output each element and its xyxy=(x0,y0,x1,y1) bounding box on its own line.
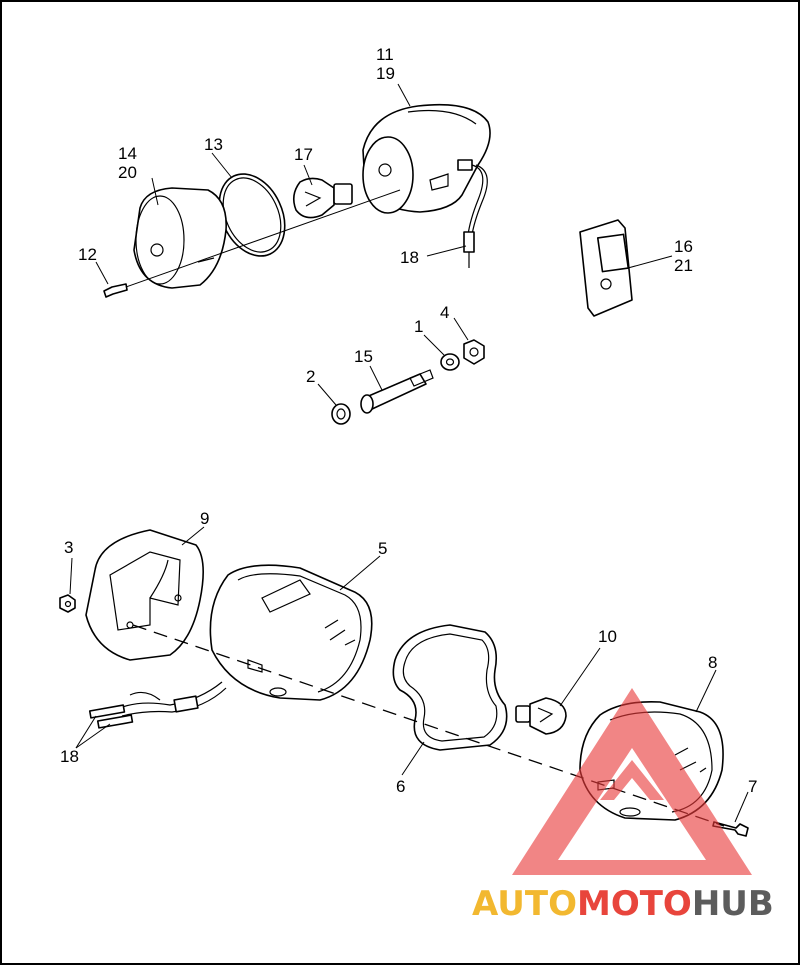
callout-2: 2 xyxy=(306,367,315,386)
callout-12: 12 xyxy=(78,245,97,264)
callout-18-lower: 18 xyxy=(60,747,79,766)
callout-21: 21 xyxy=(674,256,693,275)
hex-nut xyxy=(463,339,485,365)
reflector-plate xyxy=(579,219,633,317)
tail-lamp-wiring xyxy=(88,681,227,729)
callout-3: 3 xyxy=(64,538,73,557)
callout-18-upper: 18 xyxy=(400,248,419,267)
callout-numbers: 11 19 13 14 20 17 18 12 16 21 1 4 15 2 3… xyxy=(60,45,757,796)
lens-screw xyxy=(103,283,128,298)
watermark-part-hub: HUB xyxy=(692,884,774,924)
callout-16: 16 xyxy=(674,237,693,256)
turn-signal-lens xyxy=(133,187,227,289)
base-plate-nut xyxy=(59,594,76,613)
callout-4: 4 xyxy=(440,303,449,322)
callout-20: 20 xyxy=(118,163,137,182)
flat-washer xyxy=(440,353,460,371)
tail-lamp-bulb xyxy=(515,697,567,735)
watermark-part-moto: MOTO xyxy=(577,884,692,924)
watermark-triangle-logo xyxy=(512,688,752,875)
callout-6: 6 xyxy=(396,777,405,796)
tail-lamp-housing xyxy=(209,564,373,701)
callout-10: 10 xyxy=(598,627,617,646)
lamp-wire xyxy=(463,164,488,268)
lens-gasket-lower xyxy=(392,624,508,751)
callout-8: 8 xyxy=(708,653,717,672)
turn-signal-bulb xyxy=(292,177,353,219)
tail-lamp-base-plate xyxy=(85,529,204,661)
watermark-wordmark: AUTOMOTOHUB xyxy=(472,884,774,924)
callout-1: 1 xyxy=(414,317,423,336)
lock-washer xyxy=(331,403,351,425)
leader-lines xyxy=(69,83,749,823)
mounting-stud xyxy=(360,369,434,414)
callout-15: 15 xyxy=(354,347,373,366)
watermark-word: AUTOMOTOHUB xyxy=(472,884,774,924)
callout-14: 14 xyxy=(118,144,137,163)
callout-17: 17 xyxy=(294,145,313,164)
callout-11: 11 xyxy=(376,45,394,64)
turn-signal-housing xyxy=(362,103,491,214)
callout-7: 7 xyxy=(748,777,757,796)
callout-13: 13 xyxy=(204,135,223,154)
callout-9: 9 xyxy=(200,509,209,528)
automotohub-watermark xyxy=(512,688,752,875)
callout-5: 5 xyxy=(378,539,387,558)
callout-19: 19 xyxy=(376,64,395,83)
watermark-part-auto: AUTO xyxy=(472,884,577,924)
